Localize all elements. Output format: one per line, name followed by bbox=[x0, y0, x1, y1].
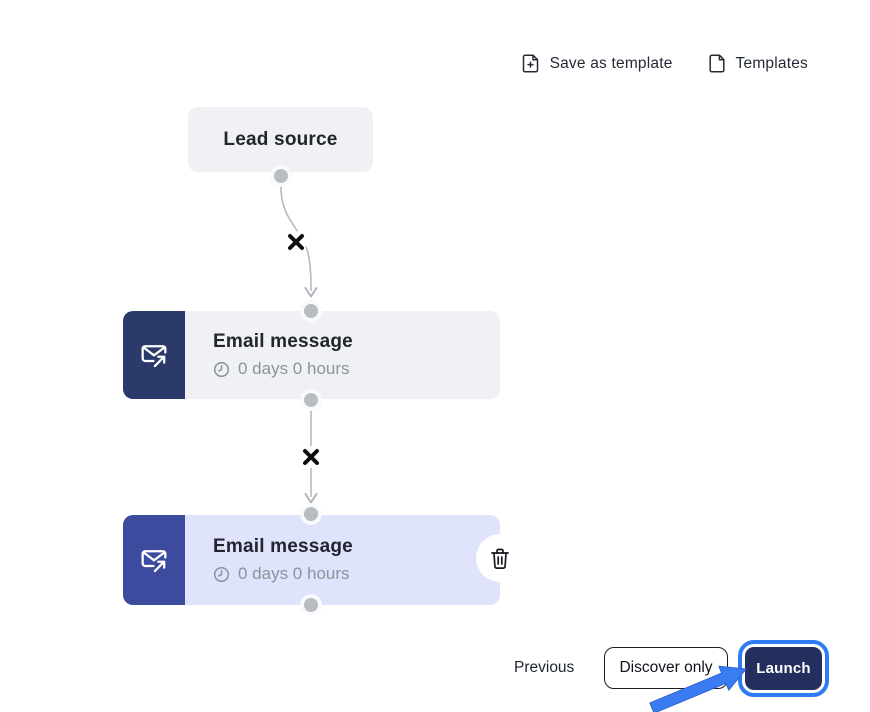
trash-icon[interactable] bbox=[489, 547, 511, 571]
remove-connection-2-x-icon[interactable] bbox=[300, 446, 322, 468]
file-plus-icon bbox=[522, 54, 539, 73]
email-step-delay: 0 days 0 hours bbox=[213, 564, 500, 584]
clock-icon bbox=[213, 566, 230, 583]
delay-text: 0 days 0 hours bbox=[238, 564, 350, 583]
toolbar: Save as template Templates bbox=[522, 54, 808, 73]
templates-button[interactable]: Templates bbox=[708, 54, 808, 73]
save-as-template-label: Save as template bbox=[549, 54, 673, 72]
connector-1-arrowhead bbox=[304, 287, 318, 298]
email-step-title: Email message bbox=[213, 331, 353, 352]
save-as-template-button[interactable]: Save as template bbox=[522, 54, 673, 73]
connection-dot-lead-bottom[interactable] bbox=[270, 165, 292, 187]
file-icon bbox=[708, 54, 725, 73]
connection-dot-step2-top[interactable] bbox=[300, 503, 322, 525]
lead-source-title: Lead source bbox=[223, 128, 338, 150]
email-step-node-1[interactable]: Email message 0 days 0 hours bbox=[123, 311, 500, 399]
remove-connection-1-x-icon[interactable] bbox=[285, 231, 307, 253]
email-step-body: Email message 0 days 0 hours bbox=[185, 515, 500, 605]
connection-dot-step1-top[interactable] bbox=[300, 300, 322, 322]
email-step-delay: 0 days 0 hours bbox=[213, 359, 500, 379]
email-step-node-2-selected[interactable]: Email message 0 days 0 hours bbox=[123, 515, 500, 605]
launch-highlight-ring: Launch bbox=[738, 640, 829, 697]
connector-2-arrowhead bbox=[304, 493, 318, 504]
email-step-title: Email message bbox=[213, 536, 353, 557]
envelope-send-icon bbox=[123, 515, 185, 605]
email-step-body: Email message 0 days 0 hours bbox=[185, 311, 500, 399]
connection-dot-step2-bottom[interactable] bbox=[300, 594, 322, 616]
lead-source-node[interactable]: Lead source bbox=[188, 107, 373, 172]
templates-label: Templates bbox=[735, 54, 808, 72]
envelope-send-icon bbox=[123, 311, 185, 399]
clock-icon bbox=[213, 361, 230, 378]
previous-button[interactable]: Previous bbox=[514, 659, 575, 676]
launch-button[interactable]: Launch bbox=[745, 647, 822, 690]
delay-text: 0 days 0 hours bbox=[238, 359, 350, 378]
launch-label: Launch bbox=[756, 660, 811, 677]
connector-1 bbox=[280, 184, 312, 292]
connection-dot-step1-bottom[interactable] bbox=[300, 389, 322, 411]
